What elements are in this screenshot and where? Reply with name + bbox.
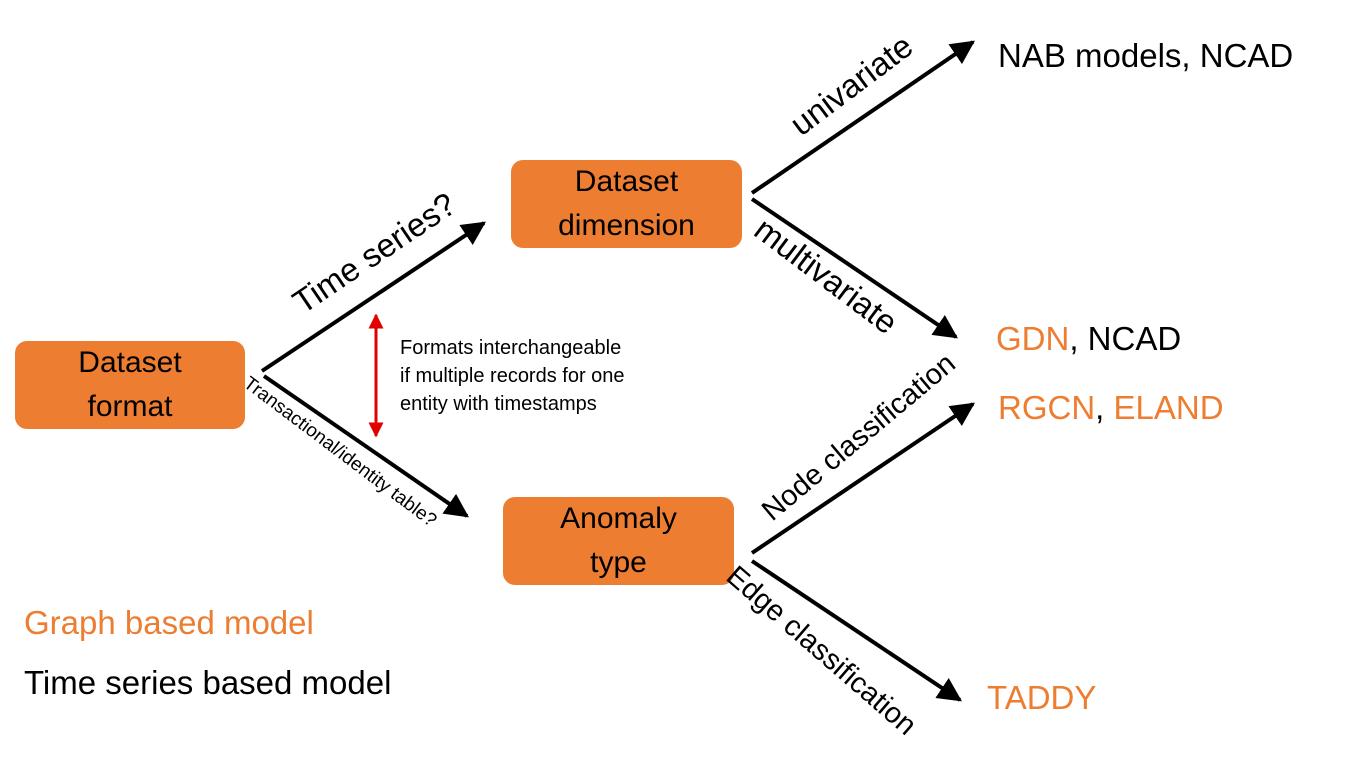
edge-time-series-arrow <box>260 221 486 373</box>
legend-graph-based: Graph based model <box>24 604 314 641</box>
node-anomaly-type-line2: type <box>590 546 647 579</box>
result-eland: ELAND <box>1113 389 1224 426</box>
node-dataset-dimension: Dataset dimension <box>511 160 742 248</box>
edge-transactional-arrow <box>262 374 469 518</box>
node-dataset-dimension-line2: dimension <box>558 209 695 242</box>
result-ncad: , NCAD <box>1069 320 1182 357</box>
result-node-classification: RGCN, ELAND <box>998 389 1224 427</box>
node-dataset-dimension-line1: Dataset <box>574 165 679 198</box>
node-anomaly-type-line1: Anomaly <box>560 502 677 535</box>
result-edge-classification: TADDY <box>987 679 1096 717</box>
node-dataset-format-line1: Dataset <box>78 346 182 379</box>
note-line-2: if multiple records for one <box>400 365 625 387</box>
result-univariate: NAB models, NCAD <box>998 37 1293 75</box>
result-rgcn: RGCN <box>998 389 1096 426</box>
node-anomaly-type: Anomaly type <box>503 497 734 585</box>
result-taddy: TADDY <box>987 679 1097 716</box>
edge-edge-classification-arrow <box>750 559 962 702</box>
node-dataset-format: Dataset format <box>15 341 245 429</box>
result-nab-ncad: NAB models, NCAD <box>998 37 1294 74</box>
edge-univariate-arrow <box>750 40 975 195</box>
result-separator: , <box>1095 389 1114 426</box>
interchangeable-note: Formats interchangeable if multiple reco… <box>400 334 625 418</box>
note-line-3: entity with timestamps <box>400 393 597 415</box>
edge-multivariate-arrow <box>750 197 958 339</box>
legend-time-series-based: Time series based model <box>24 664 392 701</box>
note-line-1: Formats interchangeable <box>400 337 622 359</box>
result-multivariate: GDN, NCAD <box>996 320 1181 358</box>
node-dataset-format-line2: format <box>87 390 173 423</box>
edge-node-classification-arrow <box>750 402 975 555</box>
result-gdn: GDN <box>996 320 1070 357</box>
